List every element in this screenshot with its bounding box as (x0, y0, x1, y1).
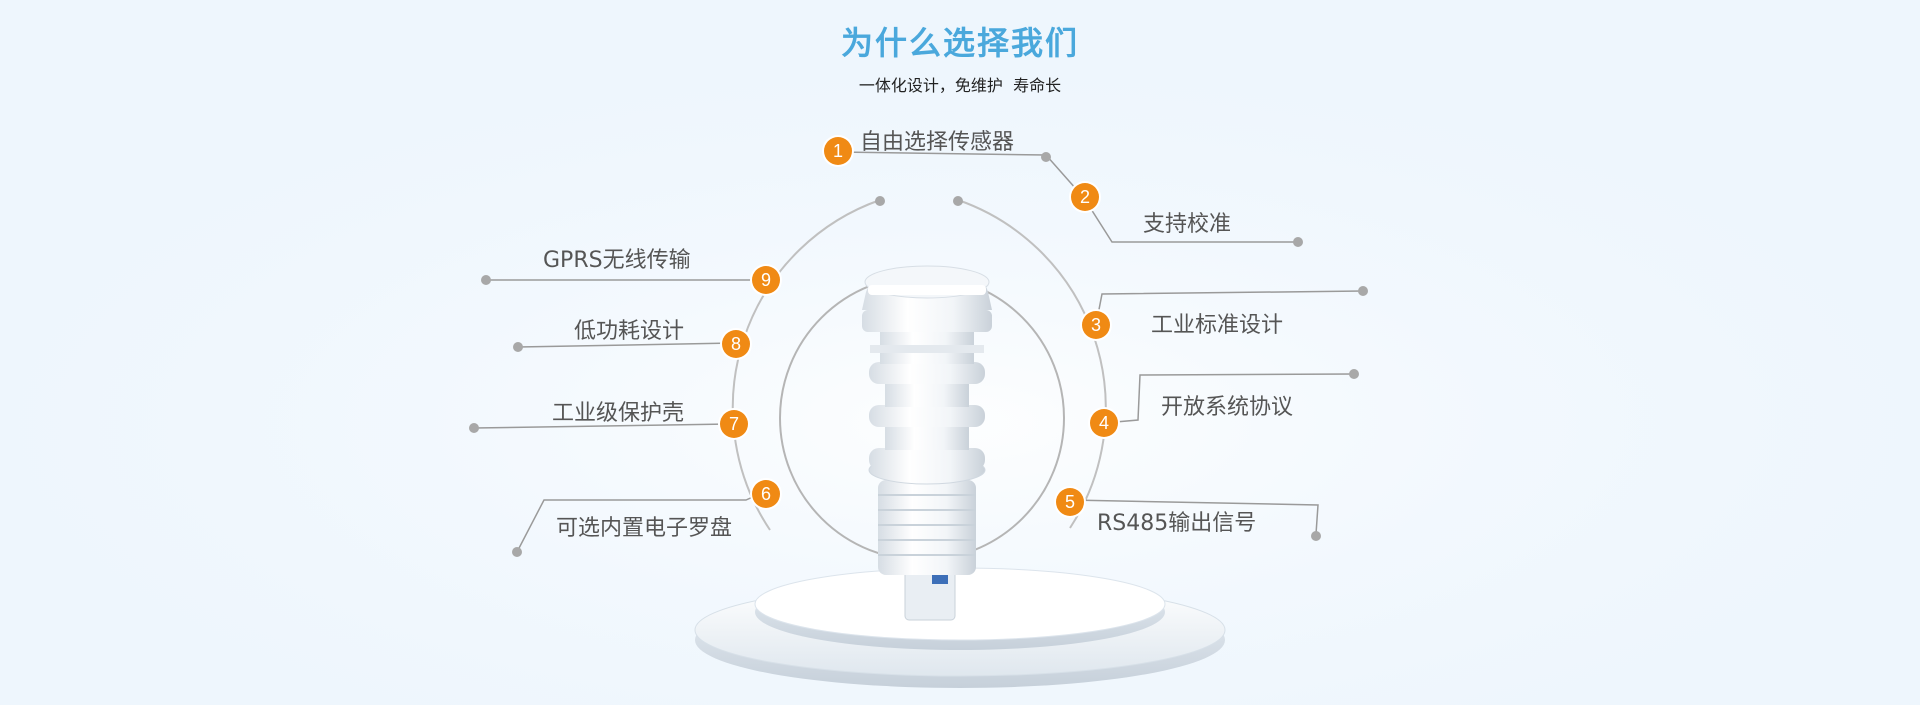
feature-badge-3: 3 (1082, 311, 1110, 339)
page-subtitle: 一体化设计，免维护 寿命长 (858, 76, 1062, 95)
feature-label-3: 工业标准设计 (1151, 313, 1284, 338)
leader-line-5 (1069, 499, 1319, 535)
feature-badge-5: 5 (1056, 488, 1084, 516)
ring-end-dot (875, 196, 885, 206)
feature-label-4: 开放系统协议 (1161, 395, 1294, 420)
leader-lines (473, 151, 1364, 553)
product-image (862, 265, 992, 621)
leader-line-8 (517, 342, 735, 348)
feature-label-6: 可选内置电子罗盘 (556, 516, 733, 541)
page-title: 为什么选择我们 (840, 24, 1079, 62)
feature-label-1: 自由选择传感器 (860, 130, 1015, 155)
leader-line-7 (473, 423, 731, 429)
feature-label-2: 支持校准 (1143, 212, 1232, 237)
feature-label-9: GPRS无线传输 (543, 248, 691, 273)
feature-label-5: RS485输出信号 (1097, 511, 1257, 536)
feature-badge-1: 1 (824, 137, 852, 165)
feature-badge-7: 7 (720, 410, 748, 438)
feature-badge-4: 4 (1090, 409, 1118, 437)
feature-badge-9: 9 (752, 266, 780, 294)
feature-badge-8: 8 (722, 330, 750, 358)
leader-dots (469, 152, 1368, 557)
feature-badge-6: 6 (752, 480, 780, 508)
pedestal (694, 567, 1226, 688)
leader-line-1 (837, 151, 1047, 156)
leader-line-4 (1103, 373, 1355, 424)
feature-badge-2: 2 (1071, 183, 1099, 211)
ring-end-dot (953, 196, 963, 206)
feature-label-7: 工业级保护壳 (552, 401, 685, 426)
feature-label-8: 低功耗设计 (574, 319, 685, 344)
leader-line-2 (1045, 154, 1298, 243)
